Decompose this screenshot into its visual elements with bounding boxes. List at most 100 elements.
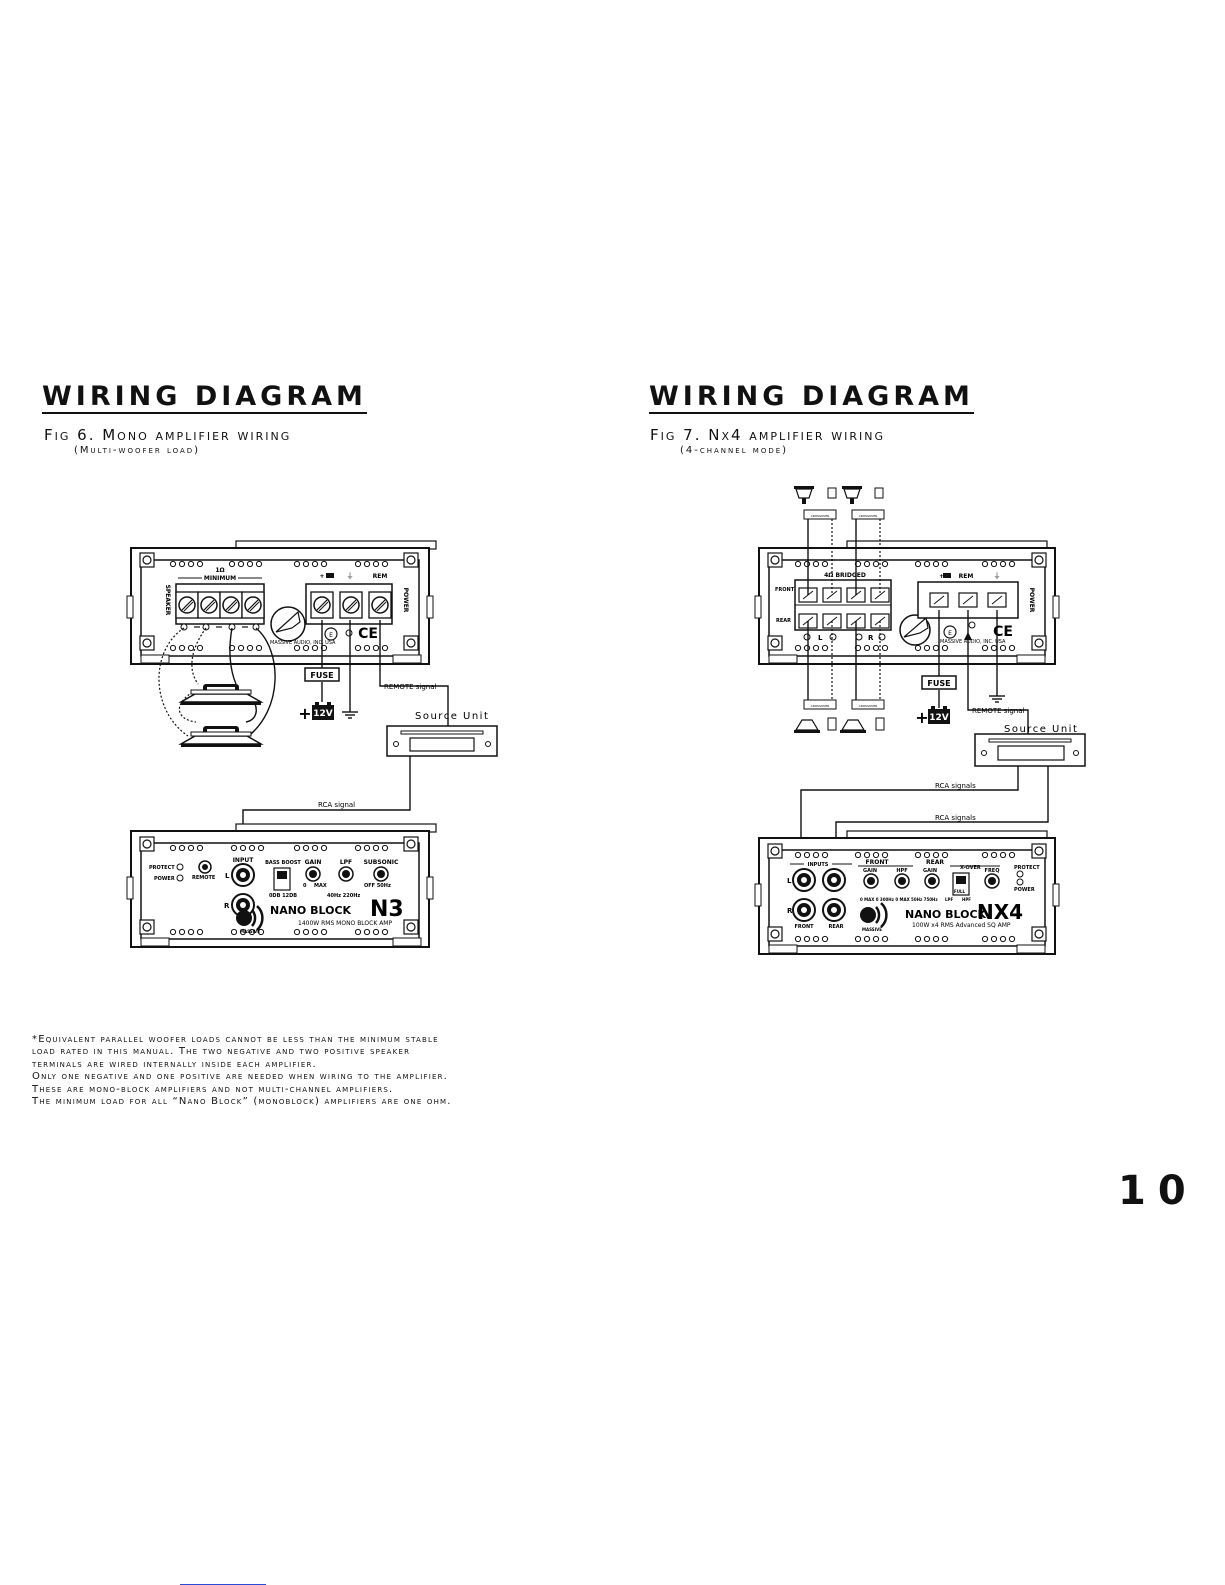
fuse-left [304,667,340,682]
rear-section-label: REAR [926,859,944,866]
lpf-label-right: LPF [945,897,953,902]
r-label-left: R [224,902,230,910]
left-fig-title: Fig 6. Mono amplifier wiring [44,426,292,444]
right-fig-subtitle: (4-channel mode) [680,445,789,456]
battery-left [312,705,334,720]
r-label-bottom: R [787,907,793,915]
gain-label-left: GAIN [305,859,322,866]
l-label-bottom: L [787,877,792,885]
svg-text:E: E [329,632,333,639]
hpf-label-right: HPF [962,897,971,902]
battery-plus-left: + [298,704,311,723]
rca-rear-l [822,868,846,892]
fuse-label-left: FUSE [310,671,333,680]
left-wires [158,620,449,850]
ohm-label: 1Ω [215,567,224,574]
brand-text-top-left: MASSIVE AUDIO, INC. USA [270,640,336,646]
subsonic-label: SUBSONIC [364,859,399,866]
gain-label-front: GAIN [863,868,877,874]
woofer-1 [180,683,262,706]
woofer-2 [180,725,262,748]
protect-label-left: PROTECT [149,865,175,871]
power-led-label-left: POWER [154,876,175,882]
massive-logo-icon-right [860,907,876,923]
footnote-line: load rated in this manual. The two negat… [32,1046,411,1058]
battery-label-right: 12V [929,713,949,723]
footnote-line: These are mono-block amplifiers and not … [32,1083,394,1095]
svg-text:CROSSOVER: CROSSOVER [811,514,830,518]
bass-boost-label: BASS BOOST [265,860,301,866]
model-nx4: NX4 [977,900,1023,924]
source-unit-label-left: Source Unit [415,711,489,722]
footnote-line: terminals are wired internally inside ea… [32,1058,317,1070]
subsonic-range: OFF 50Hz [364,883,391,889]
rca-rear-r [822,898,846,922]
front-label-top: FRONT [775,587,795,593]
battery-label-left: 12V [313,709,333,719]
massive-text-left: MASSIVE [240,929,260,934]
battery-plus-right: + [915,708,928,727]
svg-text:CROSSOVER: CROSSOVER [859,704,878,708]
gain-knob-rear [924,873,940,889]
page-number: 10 [1118,1168,1198,1214]
battery-right [928,709,950,724]
remote-signal-right: REMOTE signal [972,707,1025,715]
footnote: *Equivalent parallel woofer loads cannot… [32,1034,592,1108]
right-speakers-bottom: CROSSOVER CROSSOVER [794,699,885,733]
lpf-range-left: 40Hz 220Hz [327,893,360,899]
rear-input-label: REAR [829,924,844,930]
ground-icon-left [341,703,359,719]
freq-knob [984,873,1000,889]
nano-block-left: NANO BLOCK [270,904,352,917]
speaker-label: SPEAKER [164,585,171,616]
gain-min-left: 0 [303,883,307,889]
l-label-left: L [225,872,230,880]
right-fig-title: Fig 7. Nx4 amplifier wiring [650,426,886,444]
svg-text:E: E [948,630,952,637]
svg-text:+: + [319,573,324,580]
svg-text:CROSSOVER: CROSSOVER [811,704,830,708]
right-tweeters-top: CROSSOVER CROSSOVER [793,485,885,520]
svg-text:GAIN: GAIN [923,868,937,874]
rca-front-l [792,868,816,892]
rca-front-r [792,898,816,922]
footnote-line: The minimum load for all “Nano Block” (m… [32,1096,452,1108]
ce-mark: CE [358,626,378,642]
rca-signal-left: RCA signal [318,801,355,809]
inputs-label: INPUTS [808,862,829,868]
massive-logo-icon-left [236,910,252,926]
nano-block-right: NANO BLOCK [905,908,987,921]
rating-left: 1400W RMS MONO BLOCK AMP [298,920,392,927]
hpf-knob-front [894,873,910,889]
r-label-top: R [868,634,874,642]
right-heading: Wiring Diagram [649,381,974,414]
gain-knob-front [863,873,879,889]
full-label: FULL [954,889,966,894]
front-input-label: FRONT [794,924,814,930]
right-amp-bottom: INPUTS L R FRONT REAR FRONT GAIN HPF REA… [754,830,1060,955]
fuse-label-right: FUSE [927,679,950,688]
rca-signals-2: RCA signals [935,814,976,822]
ground-icon-right [988,687,1006,703]
remote-label-left: REMOTE [192,875,216,881]
hpf-label-front: HPF [896,868,907,874]
svg-text:+: + [939,573,944,580]
subsonic-knob [373,866,389,882]
front-section-label: FRONT [866,859,890,866]
footnote-line: Only one negative and one positive are n… [32,1071,449,1083]
rear-label-top: REAR [776,618,791,624]
power-led-label-right: POWER [1014,887,1035,893]
rem-label-right: REM [959,573,974,580]
gain-max-left: MAX [314,883,327,889]
power-label: POWER [402,588,409,613]
left-amp-bottom: PROTECT POWER REMOTE INPUT L R BASS BOOS… [126,823,437,948]
minimum-label: MINIMUM [204,575,236,582]
l-label-top: L [818,634,823,642]
remote-signal-left: REMOTE signal [384,683,437,691]
protect-label-right: PROTECT [1014,865,1040,871]
svg-text:⏚: ⏚ [347,572,354,580]
right-amp-top: FRONT REAR 4Ω BRIDGED L R + REM ⏚ POWER … [754,540,1060,665]
svg-text:CROSSOVER: CROSSOVER [859,514,878,518]
rca-l-left [231,863,255,887]
